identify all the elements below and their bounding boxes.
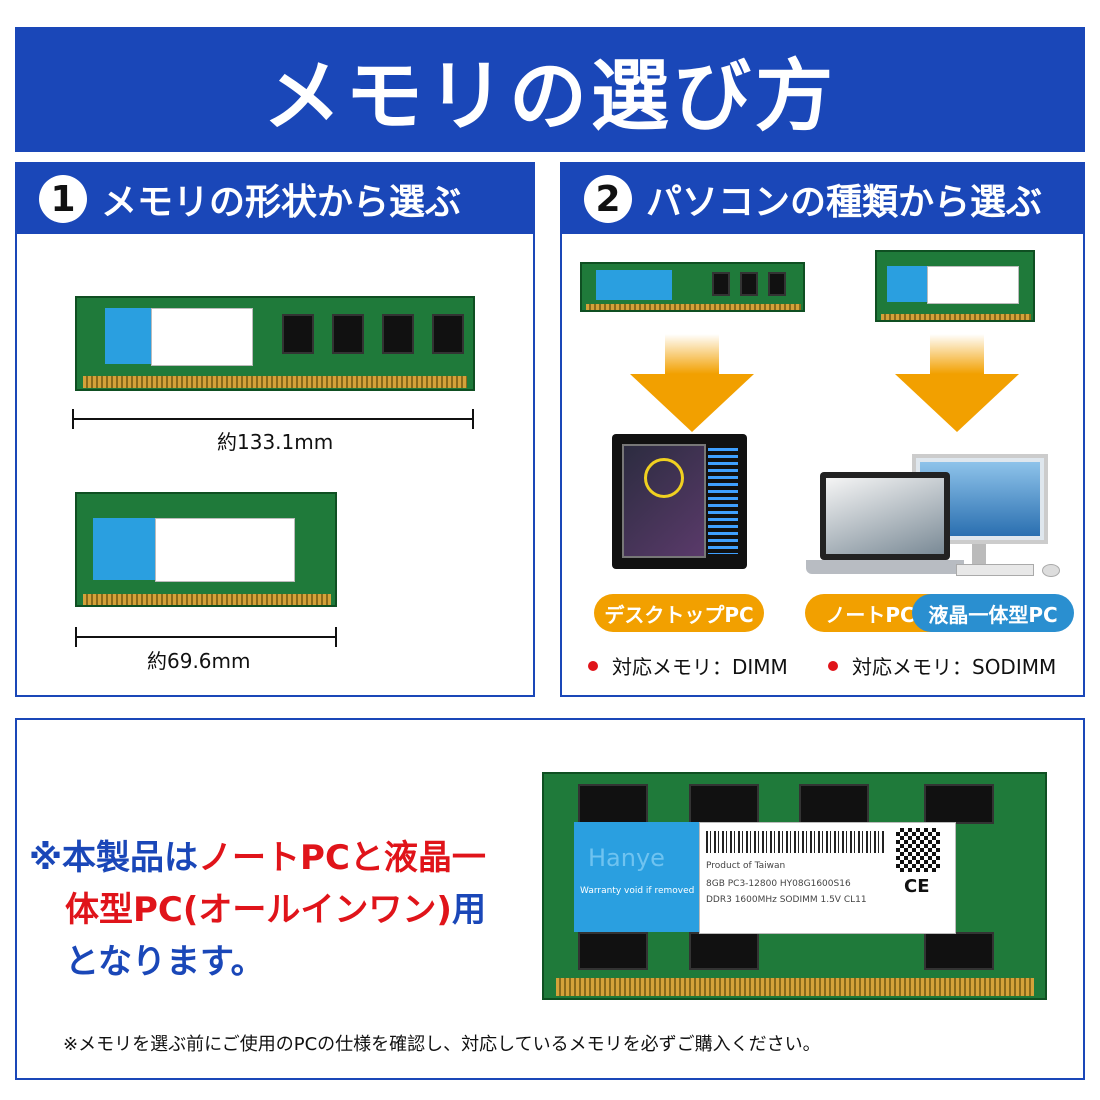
dimm-module-image (75, 296, 475, 391)
dimm-chip (740, 272, 758, 296)
module-brand: Hanye (588, 844, 665, 872)
desktop-pc-badge: デスクトップPC (594, 594, 764, 632)
page-title: メモリの選び方 (262, 51, 837, 142)
ram-chip (799, 784, 869, 824)
sodimm-pins (83, 594, 331, 605)
ram-chip (578, 932, 648, 970)
panel-pc-type-title: パソコンの種類から選ぶ (646, 182, 1043, 223)
product-note-panel: ※本製品はノートPCと液晶一 体型PC(オールインワン)用 となります。 Han… (15, 718, 1085, 1080)
notebook-pc-image (820, 472, 950, 560)
module-product-origin: Product of Taiwan (706, 861, 786, 871)
module-spec-line2: DDR3 1600MHz SODIMM 1.5V CL11 (706, 895, 867, 905)
dimm-pins (83, 376, 467, 388)
dimm-label-blue (105, 308, 151, 364)
panel-shape: 1 メモリの形状から選ぶ 約133.1mm 約69.6mm (15, 162, 535, 697)
ram-chip (689, 784, 759, 824)
sodimm-module-image (75, 492, 337, 607)
sodimm-thumbnail (875, 250, 1035, 322)
sodimm-pins (881, 314, 1031, 320)
note-line3: となります。 (65, 942, 265, 982)
product-compatibility-note: ※本製品はノートPCと液晶一 体型PC(オールインワン)用 となります。 (29, 832, 539, 988)
sodimm-thumb-label-blue (887, 266, 927, 302)
dimension-tick (335, 627, 337, 647)
ce-mark: CE (904, 876, 930, 897)
note-line2-a: 体型PC(オールインワン) (65, 890, 452, 930)
sodimm-label-blue (93, 518, 155, 580)
fan-icon (644, 458, 684, 498)
notebook-memory-text: 対応メモリ：SODIMM (852, 655, 1057, 679)
module-label-blue: Hanye Warranty void if removed (574, 822, 699, 932)
module-spec-line1: 8GB PC3-12800 HY08G1600S16 (706, 879, 851, 889)
ram-chip (924, 784, 994, 824)
notebook-pc-badge: ノートPC (805, 594, 935, 632)
purchase-caution-note: ※メモリを選ぶ前にご使用のPCの仕様を確認し、対応しているメモリを必ずご購入くだ… (63, 1034, 821, 1055)
dimm-chip (382, 314, 414, 354)
dimm-pins (586, 304, 801, 310)
dimension-line (75, 636, 337, 638)
note-line1-b: ノートPCと液晶一 (198, 838, 486, 878)
bullet-icon (828, 660, 838, 671)
dimm-chip (432, 314, 464, 354)
dimm-length-label: 約133.1mm (217, 430, 334, 454)
dimm-chip (768, 272, 786, 296)
desktop-memory-type: 対応メモリ：DIMM (588, 651, 788, 680)
barcode-icon (706, 831, 886, 853)
ram-chip (924, 932, 994, 970)
product-sodimm-pins (556, 978, 1034, 996)
sodimm-thumb-label-white (927, 266, 1019, 304)
dimm-chip (712, 272, 730, 296)
step-number-2: 2 (584, 175, 632, 223)
all-in-one-pc-badge: 液晶一体型PC (912, 594, 1074, 632)
dimension-line (72, 418, 474, 420)
desktop-memory-text: 対応メモリ：DIMM (612, 655, 788, 679)
dimm-thumb-label (596, 270, 672, 300)
panel-shape-title: メモリの形状から選ぶ (101, 182, 462, 223)
note-line1-a: ※本製品は (29, 838, 199, 878)
ram-chip (689, 932, 759, 970)
ram-chip (578, 784, 648, 824)
panel-shape-header: 1 メモリの形状から選ぶ (17, 164, 533, 234)
all-in-one-stand (972, 544, 986, 566)
product-sodimm-image: Hanye Warranty void if removed Product o… (542, 772, 1047, 1000)
dimm-chip (332, 314, 364, 354)
title-banner: メモリの選び方 (15, 27, 1085, 152)
sodimm-label-white (155, 518, 295, 582)
panel-pc-type-header: 2 パソコンの種類から選ぶ (562, 164, 1083, 234)
step-number-1: 1 (39, 175, 87, 223)
arrow-down-icon (895, 334, 1019, 432)
dimm-label-white (151, 308, 253, 366)
panel-pc-type: 2 パソコンの種類から選ぶ デスクトップPC ノートP (560, 162, 1085, 697)
notebook-keyboard (806, 560, 964, 574)
arrow-down-icon (630, 334, 754, 432)
dimm-thumbnail (580, 262, 805, 312)
dimm-chip (282, 314, 314, 354)
module-warranty: Warranty void if removed (580, 886, 695, 896)
notebook-memory-type: 対応メモリ：SODIMM (828, 651, 1056, 680)
sodimm-length-label: 約69.6mm (147, 649, 251, 673)
bullet-icon (588, 660, 598, 671)
qr-code-icon (896, 828, 940, 872)
keyboard-image (956, 564, 1034, 576)
dimension-tick (472, 409, 474, 429)
mouse-image (1042, 564, 1060, 577)
desktop-pc-image (612, 434, 747, 569)
note-line2-b: 用 (451, 890, 486, 930)
